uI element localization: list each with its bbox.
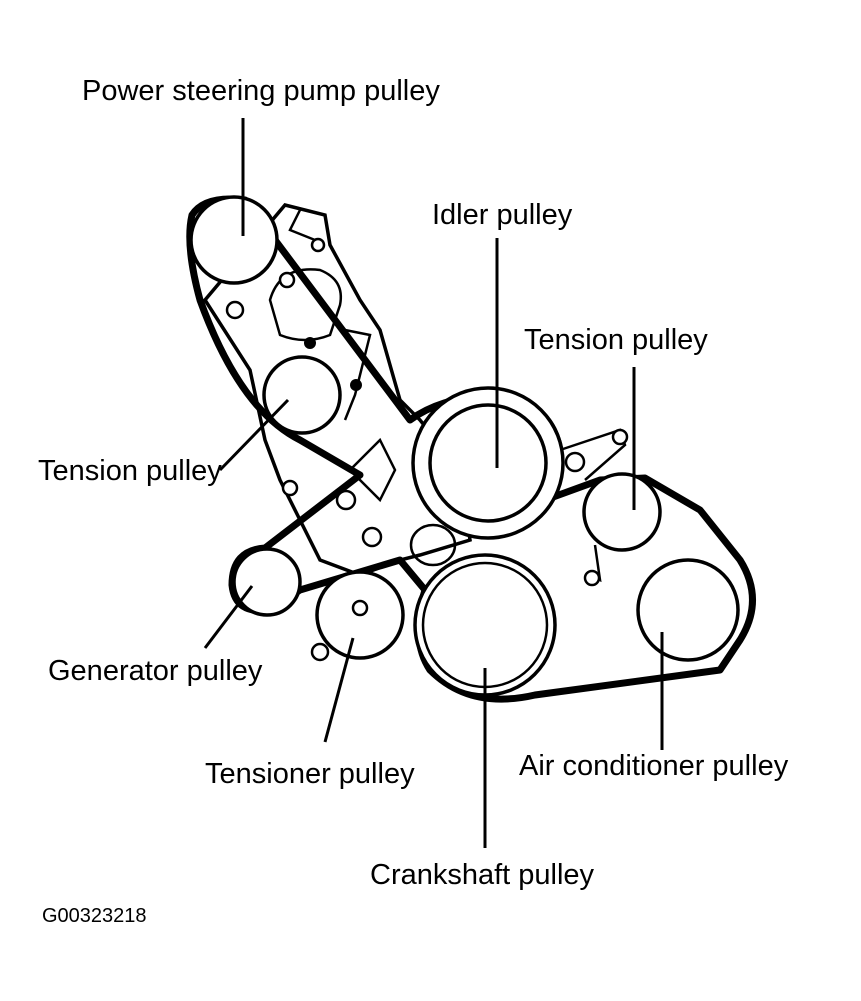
generator-pulley — [232, 547, 302, 617]
label-power-steering-pump-pulley: Power steering pump pulley — [82, 75, 440, 107]
tension-pulley-right — [582, 472, 662, 552]
idler-pulley-hub — [428, 403, 548, 523]
label-idler-pulley: Idler pulley — [432, 199, 573, 231]
label-tension-pulley-left: Tension pulley — [38, 455, 222, 487]
label-air-conditioner-pulley: Air conditioner pulley — [519, 750, 789, 782]
tensioner-pulley-bolt — [351, 599, 369, 617]
label-generator-pulley: Generator pulley — [48, 655, 263, 687]
label-tensioner-pulley: Tensioner pulley — [205, 758, 415, 790]
power-steering-pump-pulley — [189, 195, 279, 285]
leader-tension-left — [218, 398, 290, 472]
label-tension-pulley-right: Tension pulley — [524, 324, 708, 356]
leader-tensioner — [323, 637, 355, 743]
air-conditioner-pulley — [636, 558, 740, 662]
label-crankshaft-pulley: Crankshaft pulley — [370, 859, 595, 891]
leader-generator — [203, 585, 254, 649]
tension-pulley-left — [262, 355, 342, 435]
figure-code: G00323218 — [42, 905, 147, 927]
